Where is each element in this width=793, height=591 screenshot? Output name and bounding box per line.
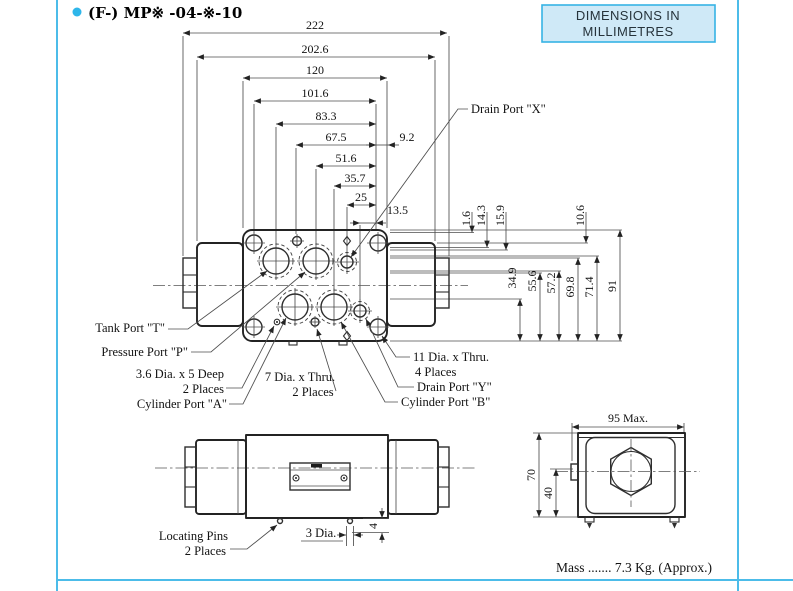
pin-hole-3-6	[273, 318, 281, 326]
pin-hole-label-line2: 2 Places	[183, 382, 224, 396]
bolt-hole	[243, 232, 265, 254]
left-end-plate	[196, 242, 244, 327]
dim-67-5: 67.5	[326, 130, 347, 144]
end-view-dimensions: 95 Max. 70 40	[524, 411, 685, 518]
side-left-hex-nut	[184, 446, 197, 508]
end-view: 95 Max. 70 40	[524, 411, 700, 529]
end-body-outline	[577, 432, 686, 518]
dim-70: 70	[524, 469, 538, 481]
tank-port-label: Tank Port "T"	[95, 321, 165, 335]
end-inner-panel	[585, 436, 676, 515]
cylinder-b-label: Cylinder Port "B"	[401, 395, 490, 409]
bolt-hole-label-line2: 4 Places	[415, 365, 456, 379]
dim-222: 222	[306, 18, 324, 32]
dim-34-9: 34.9	[505, 268, 519, 289]
orifice-diamond-bottom	[342, 330, 352, 342]
side-view: Locating Pins 2 Places 3 Dia. 4	[155, 434, 475, 558]
dim-83-3: 83.3	[316, 109, 337, 123]
locating-pin	[346, 517, 354, 525]
side-body-outline	[245, 434, 389, 519]
dim-15-9: 15.9	[493, 205, 507, 226]
left-hex-nut	[182, 257, 198, 309]
cylinder-b-port-circle	[315, 288, 353, 326]
note-line-1: DIMENSIONS IN	[576, 8, 680, 23]
bullet-icon	[72, 7, 82, 17]
right-hex-nut	[434, 257, 450, 309]
bolt-hole	[367, 232, 389, 254]
pin-offset-dim: 4	[366, 523, 380, 529]
small-through-hole-bottom	[309, 316, 321, 328]
nameplate	[289, 462, 351, 491]
dim-120: 120	[306, 63, 324, 77]
dim-57-2: 57.2	[544, 273, 558, 294]
cylinder-a-port-circle	[276, 288, 314, 326]
dim-69-8: 69.8	[563, 277, 577, 298]
drain-x-label: Drain Port "X"	[471, 102, 546, 116]
dim-1-6: 1.6	[459, 211, 473, 226]
dim-55-6: 55.6	[525, 271, 539, 292]
drain-y-port-circle	[348, 299, 372, 323]
bottom-tab	[288, 340, 298, 346]
page-borders	[56, 0, 793, 591]
locating-pin	[276, 517, 284, 525]
cylinder-a-label: Cylinder Port "A"	[137, 397, 227, 411]
small-through-hole-top	[290, 234, 304, 248]
bolt-hole	[243, 316, 265, 338]
dim-71-4: 71.4	[582, 277, 596, 298]
locating-pins-label-line2: 2 Places	[185, 544, 226, 558]
footer: Mass ....... 7.3 Kg. (Approx.)	[556, 560, 712, 575]
dim-40: 40	[541, 487, 555, 499]
side-left-block	[195, 439, 247, 515]
side-right-block	[387, 439, 439, 515]
right-end-plate	[386, 242, 436, 327]
mounting-bolt-holes	[243, 232, 389, 338]
end-side-tab	[570, 463, 579, 481]
dim-9-2: 9.2	[400, 130, 415, 144]
nameplate-screw	[292, 474, 300, 482]
dim-101-6: 101.6	[302, 86, 329, 100]
mass-note: Mass ....... 7.3 Kg. (Approx.)	[556, 560, 712, 575]
dim-13-5: 13.5	[387, 203, 408, 217]
header: (F-) MP※ -04-※-10	[72, 4, 242, 22]
dim-35-7: 35.7	[345, 171, 366, 185]
dim-202-6: 202.6	[302, 42, 329, 56]
dim-14-3: 14.3	[474, 205, 488, 226]
pressure-port-label: Pressure Port "P"	[101, 345, 188, 359]
dim-51-6: 51.6	[336, 151, 357, 165]
main-ports	[257, 234, 372, 342]
pressure-port-circle	[297, 242, 335, 280]
side-right-hex-nut	[437, 446, 450, 508]
end-feet	[584, 516, 680, 529]
plan-top-dimensions: 222 202.6 120 101.6 83.3 67.5 9.2 51.6 3…	[183, 18, 447, 226]
dim-95-max: 95 Max.	[608, 411, 648, 425]
note-line-2: MILLIMETRES	[582, 24, 673, 39]
plan-view: 222 202.6 120 101.6 83.3 67.5 9.2 51.6 3…	[95, 18, 623, 411]
dim-10-6: 10.6	[573, 205, 587, 226]
side-view-labels: Locating Pins 2 Places 3 Dia. 4	[159, 508, 389, 558]
nameplate-screw	[340, 474, 348, 482]
note-box-frame	[541, 4, 716, 43]
model-title: (F-) MP※ -04-※-10	[88, 4, 242, 22]
dimensions-note-box: DIMENSIONS IN MILLIMETRES	[541, 4, 716, 43]
plan-right-dimensions: 1.6 14.3 15.9 10.6 34.9 55.6 57.2 69.8 7…	[390, 205, 623, 342]
tank-port-circle	[257, 242, 295, 280]
drain-x-port-circle	[335, 250, 359, 274]
bottom-tab	[338, 340, 348, 346]
pin-diameter-label: 3 Dia.	[306, 526, 337, 540]
plan-body	[153, 229, 468, 346]
bolt-hole-label-line1: 11 Dia. x Thru.	[413, 350, 489, 364]
plan-extension-lines	[182, 36, 450, 300]
pin-hole-label-line1: 3.6 Dia. x 5 Deep	[136, 367, 224, 381]
through-hole-label-line1: 7 Dia. x Thru.	[265, 370, 335, 384]
plan-port-labels: Drain Port "X" Tank Port "T" Pressure Po…	[95, 102, 546, 411]
through-hole-label-line2: 2 Places	[292, 385, 333, 399]
dim-25: 25	[355, 190, 367, 204]
drain-y-label: Drain Port "Y"	[417, 380, 492, 394]
locating-pins-label-line1: Locating Pins	[159, 529, 228, 543]
orifice-diamond-top	[342, 235, 352, 247]
dim-91: 91	[605, 280, 619, 292]
